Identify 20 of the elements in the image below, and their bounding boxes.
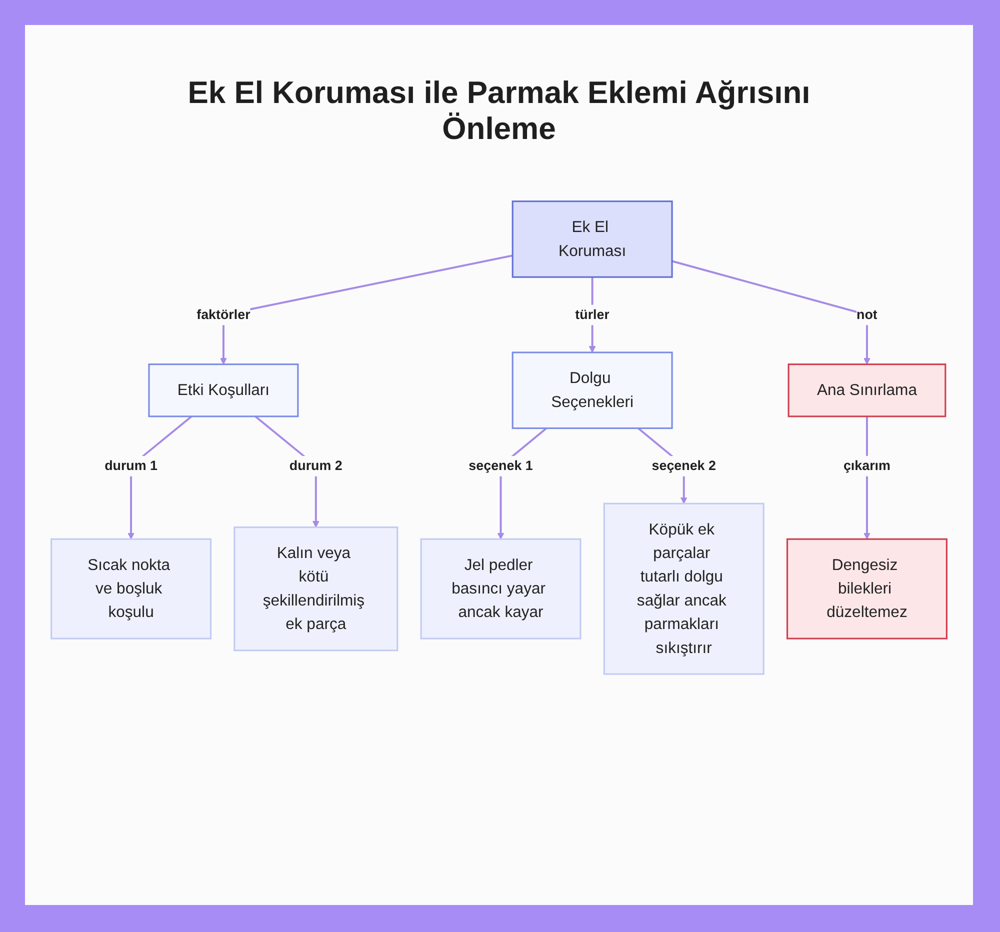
node-box: Köpük ek parçalar tutarlı dolgu sağlar ancak parmakları sıkıştırır <box>603 502 764 675</box>
edge-label: faktörler <box>196 307 250 322</box>
diagram-title: Ek El Koruması ile Parmak Eklemi Ağrısını Önleme <box>186 75 812 147</box>
arrow <box>672 260 870 365</box>
node-box: Ek El Koruması <box>512 200 673 278</box>
edge-label: seçenek 1 <box>468 458 533 474</box>
edge-label: seçenek 2 <box>652 458 716 474</box>
edge-label: not <box>856 307 878 322</box>
node-box: Dolgu Seçenekleri <box>512 352 673 430</box>
node-box: Etki Koşulları <box>148 364 299 418</box>
edge-label: çıkarım <box>843 458 890 474</box>
edge-label: türler <box>575 307 610 322</box>
node-box: Ana Sınırlama <box>788 364 946 418</box>
node-box: Sıcak nokta ve boşluk koşulu <box>50 538 212 640</box>
arrow <box>220 254 513 365</box>
node-box: Jel pedler basıncı yayar ancak kayar <box>420 538 582 640</box>
edge-label: durum 1 <box>104 458 158 474</box>
node-box: Dengesiz bilekleri düzeltemez <box>786 538 948 640</box>
node-box: Kalın veya kötü şekillendirilmiş ek parça <box>234 526 398 652</box>
edge-label: durum 2 <box>289 458 342 474</box>
